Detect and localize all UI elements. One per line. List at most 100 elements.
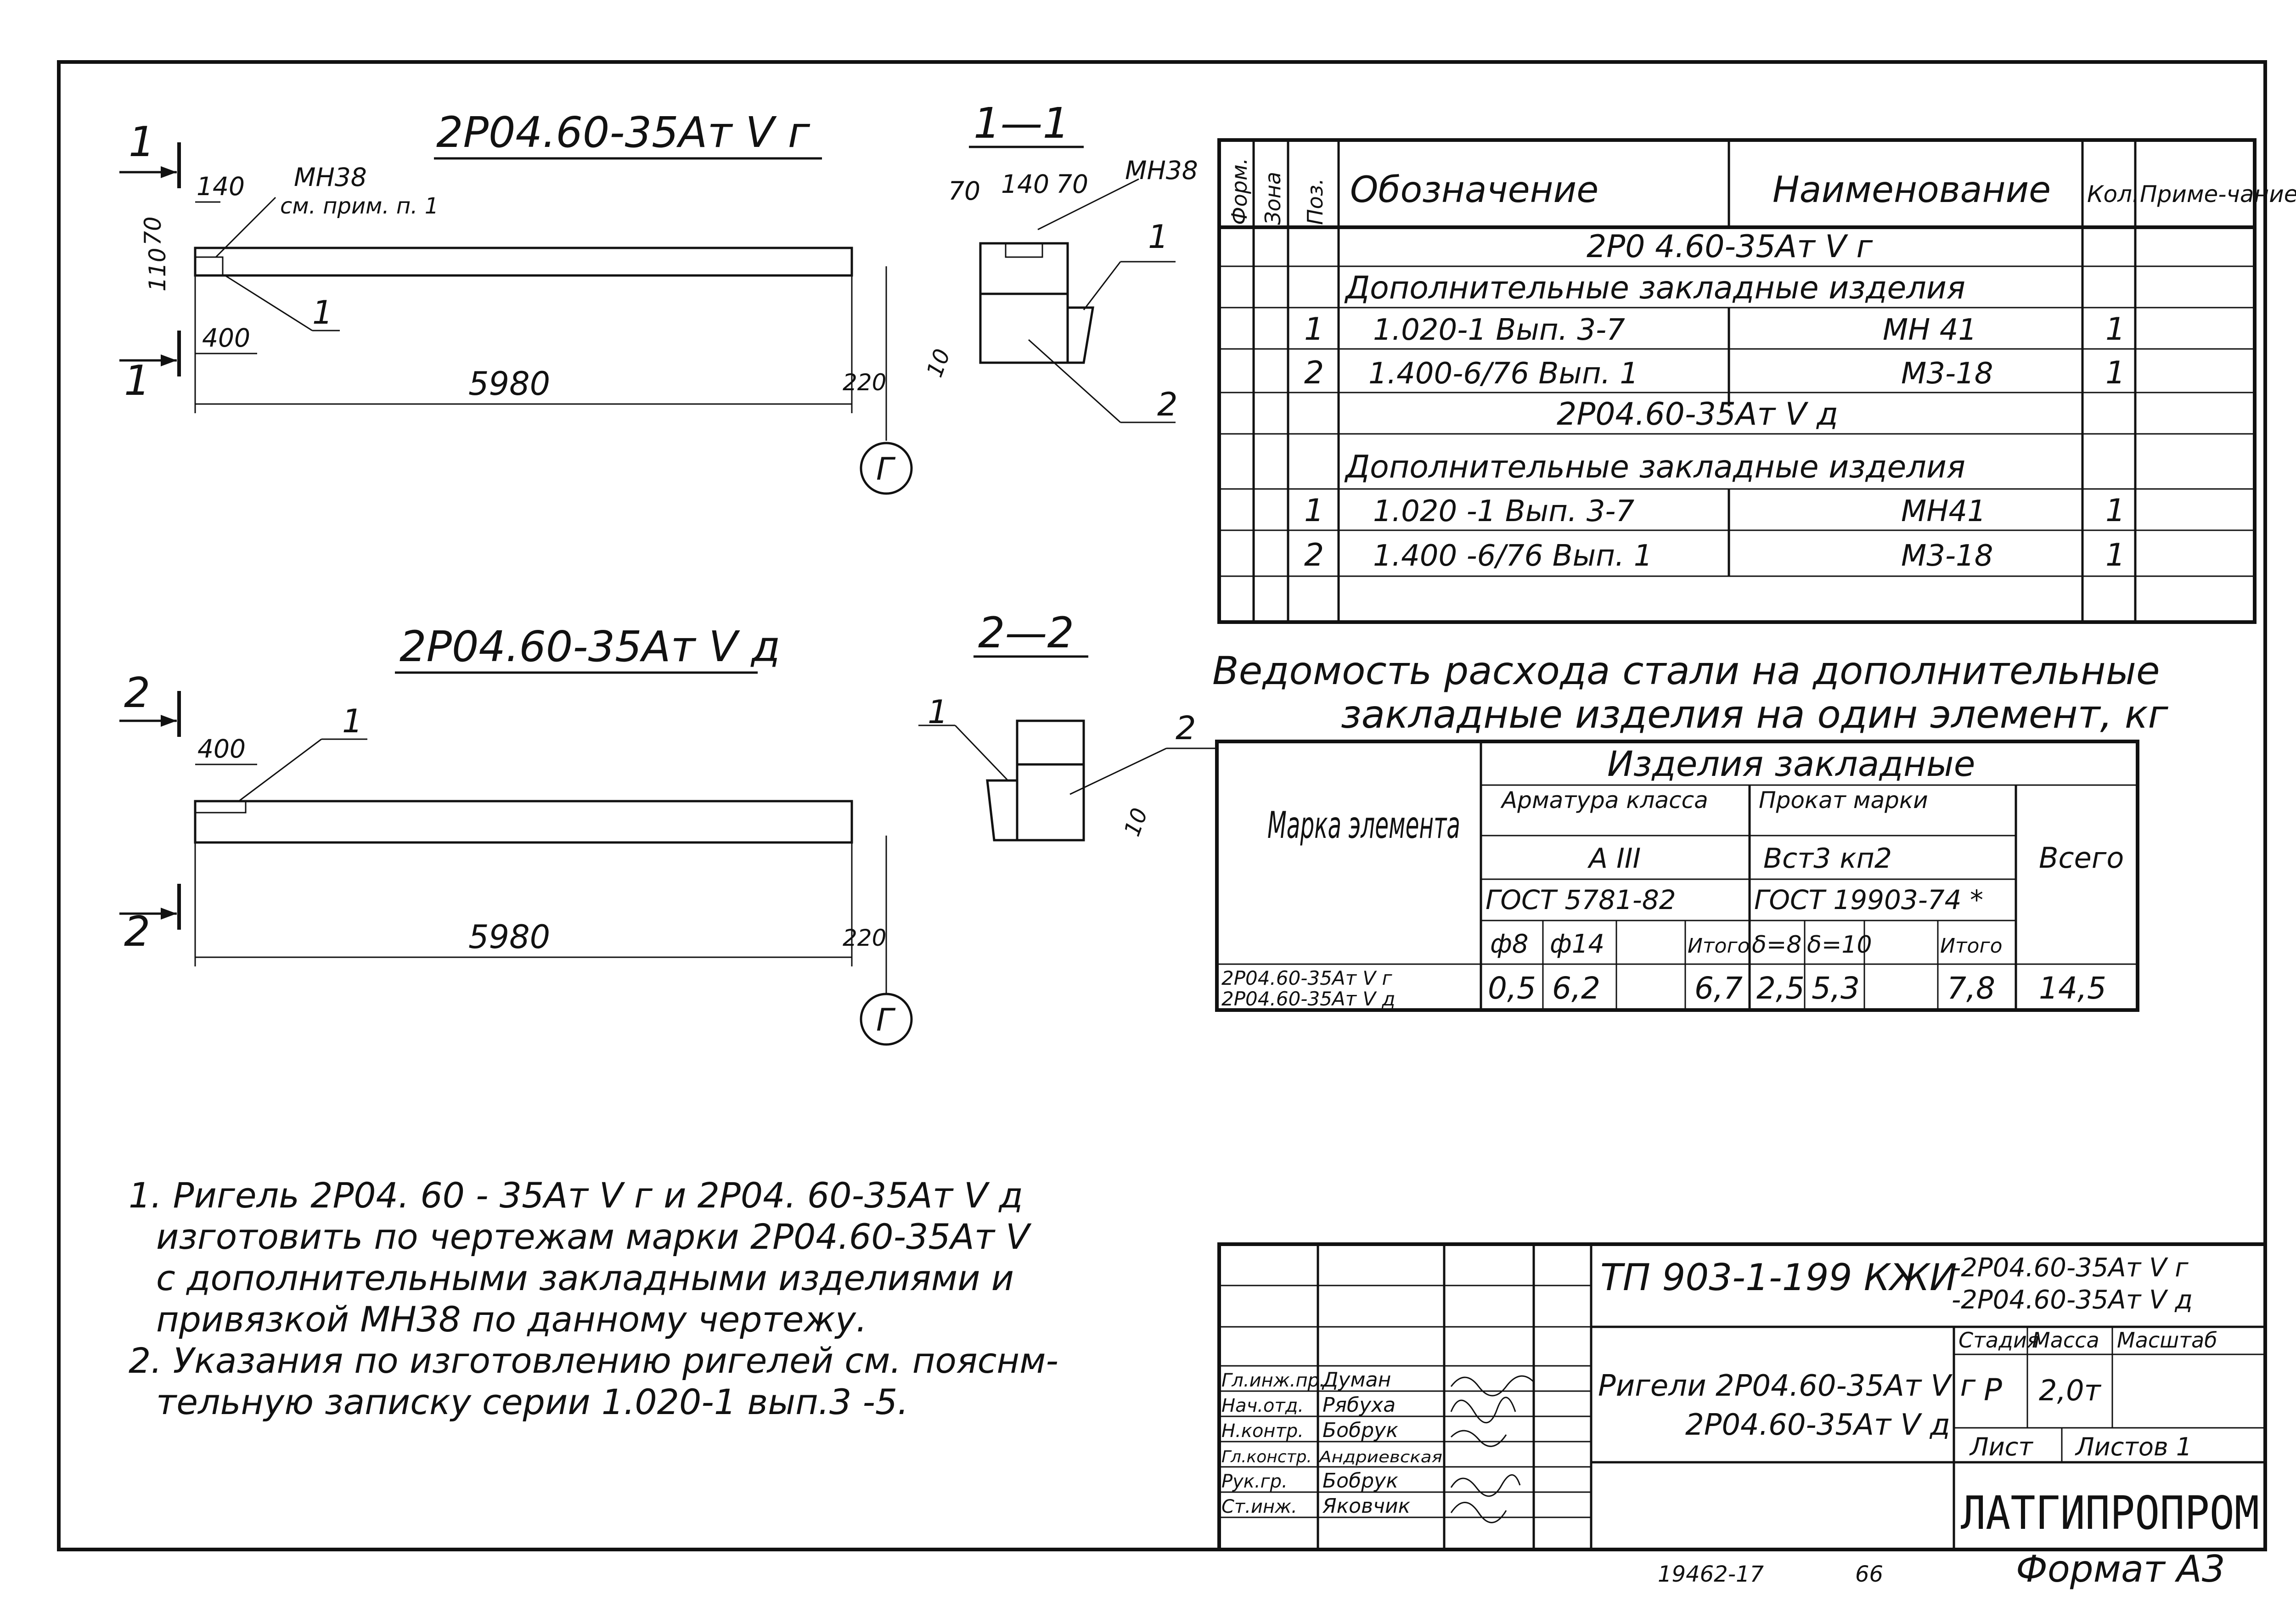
mn38-label: МН38	[294, 163, 367, 192]
stamp-role-5: Ст.инж.	[1221, 1496, 1297, 1517]
steel-val-d10: 5,3	[1812, 971, 1860, 1006]
steel-row-mark-2: 2Р04.60-35Ат V д	[1221, 988, 1396, 1010]
cut-1-bottom: 1	[124, 357, 150, 405]
axis-g-d-label: Г	[876, 1002, 896, 1039]
signature-2	[1450, 1397, 1516, 1424]
stamp-person-0: Думан	[1322, 1368, 1391, 1392]
steel-col-f14: ф14	[1550, 929, 1604, 959]
spec-row-d2-pos: 2	[1304, 537, 1324, 573]
steel-val-f14: 6,2	[1552, 971, 1600, 1006]
spec-row-d1-code: 1.020 -1 Вып. 3-7	[1373, 494, 1635, 528]
dim-140-b: 140	[1001, 169, 1049, 199]
stamp-code: ТП 903-1-199 КЖИ	[1600, 1256, 1957, 1299]
steel-row-mark-1: 2Р04.60-35Ат V г	[1221, 967, 1393, 989]
axis-g-a	[860, 442, 913, 495]
dim-220-a: 220	[843, 369, 886, 396]
spec-row-a-title: 2Р0 4.60-35Ат V г	[1587, 229, 1873, 265]
signature-5	[1450, 1502, 1507, 1523]
footer-format: Формат А3	[2016, 1548, 2225, 1590]
steel-val-d8: 2,5	[1756, 971, 1805, 1006]
spec-row-a2-pos: 2	[1304, 355, 1324, 391]
stamp-role-4: Рук.гр.	[1221, 1471, 1288, 1492]
signature-1	[1450, 1375, 1535, 1397]
title-block: ТП 903-1-199 КЖИ -2Р04.60-35Ат V г -2Р04…	[1217, 1242, 2267, 1551]
dim-5980-a: 5980	[468, 365, 550, 403]
spec-h-note: Приме-чание	[2140, 181, 2296, 208]
dim-400: 400	[202, 323, 250, 353]
note-2-line-1: 2. Указания по изготовлению ригелей см. …	[129, 1340, 1058, 1381]
section-1-pos-2: 2	[1157, 386, 1178, 423]
steel-h-vst: Вст3 кп2	[1763, 842, 1892, 875]
spec-h-qty: Кол.	[2087, 181, 2139, 208]
stamp-code-mark-1: -2Р04.60-35Ат V г	[1952, 1253, 2189, 1283]
spec-row-a2-code: 1.400-6/76 Вып. 1	[1368, 357, 1638, 391]
sheet-frame	[57, 60, 2267, 1551]
stamp-code-mark-2: -2Р04.60-35Ат V д	[1952, 1285, 2193, 1315]
stamp-org: ЛАТГИПРОПРОМ	[1961, 1486, 2259, 1540]
section-1-1: 1—1 70 140 70 МН38 1 2 10	[922, 99, 1198, 423]
stamp-role-0: Гл.инж.пр.	[1221, 1370, 1325, 1391]
steel-col-itogo2: Итого	[1940, 934, 2003, 958]
spec-row-a2-qty: 1	[2105, 355, 2125, 391]
beam-d-title: 2Р04.60-35Ат V д	[400, 622, 780, 671]
note-1-line-2: изготовить по чертежам марки 2Р04.60-35А…	[156, 1216, 1032, 1257]
spec-row-d1-qty: 1	[2105, 493, 2125, 529]
beam-d-pos-1: 1	[342, 702, 363, 740]
section-1-pos-1: 1	[1148, 218, 1169, 256]
steel-h-mark: Марка элемента	[1267, 804, 1460, 847]
spec-h-designation: Обозначение	[1350, 169, 1598, 211]
steel-h-items: Изделия закладные	[1607, 743, 1975, 784]
dim-400-d: 400	[197, 734, 246, 764]
dim-70-b: 70	[948, 176, 980, 206]
section-2-pos-2: 2	[1176, 709, 1196, 747]
spec-h-format: Форм.	[1227, 158, 1252, 225]
spec-row-a1-name: МН 41	[1883, 313, 1977, 347]
note-1-line-4: привязкой МН38 по данному чертежу.	[156, 1299, 867, 1340]
steel-h-gost2: ГОСТ 19903-74 *	[1754, 884, 1983, 915]
spec-row-a1-code: 1.020-1 Вып. 3-7	[1373, 313, 1625, 347]
dim-140: 140	[197, 172, 245, 201]
spec-row-d-title: 2Р04.60-35Ат V д	[1557, 396, 1838, 432]
section-2-2: 2—2 1 2 10	[918, 608, 1217, 842]
steel-statement: Ведомость расхода стали на дополнительны…	[1212, 648, 2169, 1012]
stamp-h-scale: Масштаб	[2117, 1328, 2217, 1353]
steel-val-total: 14,5	[2039, 971, 2106, 1006]
steel-h-gost1: ГОСТ 5781-82	[1486, 884, 1676, 915]
steel-h-a3: А III	[1587, 842, 1641, 875]
stamp-name-2: 2Р04.60-35Ат V д	[1685, 1408, 1950, 1442]
note-1-line-3: с дополнительными закладными изделиями и	[156, 1258, 1014, 1298]
beam-a-body	[194, 247, 853, 277]
spec-row-d2-qty: 1	[2105, 537, 2125, 573]
section-1-title: 1—1	[974, 99, 1069, 148]
steel-col-itogo1: Итого	[1688, 934, 1750, 958]
stamp-sheet: Лист	[1969, 1432, 2033, 1461]
dim-220-d: 220	[843, 925, 886, 951]
steel-val-f8: 0,5	[1488, 971, 1536, 1006]
dim-70: 70	[140, 216, 166, 246]
spec-h-pos: Поз.	[1303, 178, 1328, 225]
spec-row-d-sub: Дополнительные закладные изделия	[1344, 449, 1965, 485]
note-2-line-2: тельную записку серии 1.020-1 вып.3 -5.	[156, 1381, 908, 1422]
axis-g-a-label: Г	[876, 451, 896, 488]
dim-70-c: 70	[1056, 169, 1088, 199]
spec-row-d2-name: М3-18	[1901, 539, 1993, 573]
spec-row-d1-name: МН41	[1901, 494, 1986, 528]
cut-1-top: 1	[129, 118, 155, 166]
footer-page: 66	[1855, 1561, 1883, 1587]
steel-h-rolled: Прокат марки	[1759, 787, 1928, 814]
steel-val-itogo1: 6,7	[1694, 971, 1743, 1006]
stamp-person-5: Яковчик	[1322, 1494, 1411, 1518]
stamp-name-1: Ригели 2Р04.60-35Ат V г	[1598, 1369, 1976, 1403]
axis-g-d	[860, 993, 913, 1046]
note-1-line-1: 1. Ригель 2Р04. 60 - 35Ат V г и 2Р04. 60…	[129, 1175, 1023, 1216]
spec-h-name: Наименование	[1773, 169, 2051, 211]
spec-row-d2-code: 1.400 -6/76 Вып. 1	[1373, 539, 1652, 573]
footer-number: 19462-17	[1658, 1561, 1764, 1587]
steel-title-2: закладные изделия на один элемент, кг	[1341, 692, 2169, 737]
stamp-person-3: Андриевская	[1318, 1448, 1442, 1466]
dim-10-a: 10	[922, 346, 956, 381]
dim-5980-d: 5980	[468, 918, 550, 956]
cut-2-bottom: 2	[124, 908, 150, 956]
stamp-role-3: Гл.констр.	[1221, 1448, 1312, 1466]
mn38-note: см. прим. п. 1	[280, 193, 439, 219]
